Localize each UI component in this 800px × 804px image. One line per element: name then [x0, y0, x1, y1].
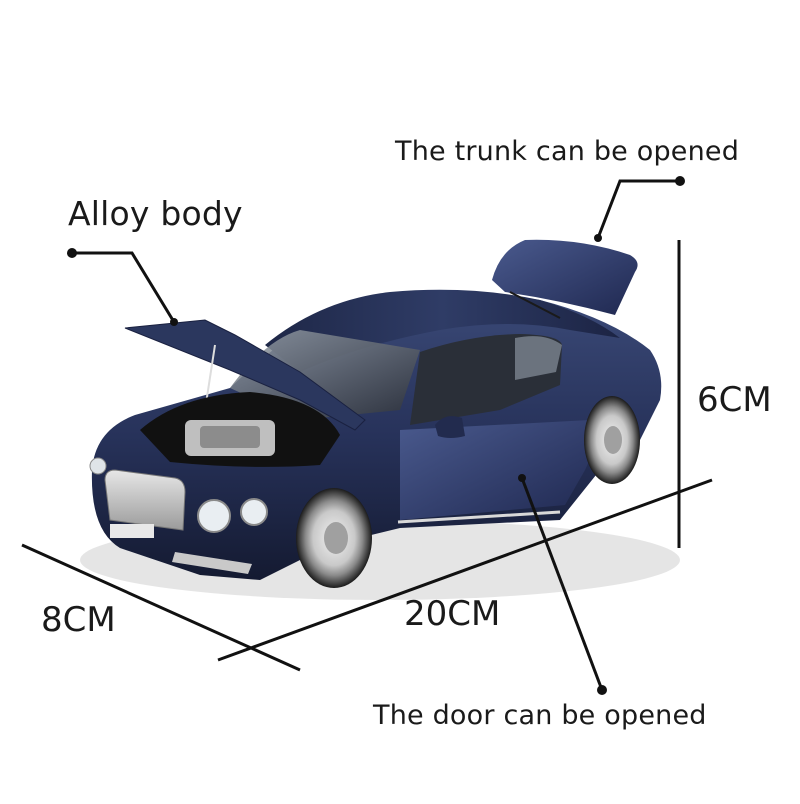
trunk-pointer-line [596, 179, 680, 239]
alloy-pointer-dot [67, 248, 77, 258]
trunk-annotation: The trunk can be opened [395, 136, 740, 167]
car-grille [104, 469, 186, 531]
trunk-pointer-tip [594, 234, 602, 242]
height-dimension-label: 6CM [697, 380, 772, 420]
license-plate [110, 524, 154, 538]
alloy-pointer-tip [170, 318, 178, 326]
car-trunk-lid [492, 239, 638, 315]
side-mirror [435, 416, 465, 438]
door-annotation: The door can be opened [373, 700, 707, 731]
car-hood [124, 319, 366, 431]
length-dimension-line [217, 478, 713, 662]
car-rear-window [515, 336, 562, 380]
trunk-strut [509, 291, 561, 319]
headlight-small [89, 457, 107, 475]
headlight-right [240, 498, 268, 526]
width-dimension-line [21, 543, 301, 672]
car-door [400, 420, 594, 520]
door-pointer-tip [518, 474, 526, 482]
length-dimension-label: 20CM [404, 594, 501, 634]
door-pointer-dot [597, 685, 607, 695]
engine-cover [200, 426, 260, 448]
alloy-annotation: Alloy body [68, 194, 243, 233]
door-sill [397, 510, 561, 524]
trunk-pointer-dot [675, 176, 685, 186]
front-intake [172, 552, 252, 574]
headlight-left [197, 499, 231, 533]
width-dimension-label: 8CM [41, 600, 116, 640]
door-pointer-line [520, 477, 604, 691]
front-wheel-hub [324, 522, 348, 554]
rear-wheel-hub [604, 426, 622, 454]
alloy-pointer-line [72, 251, 176, 323]
